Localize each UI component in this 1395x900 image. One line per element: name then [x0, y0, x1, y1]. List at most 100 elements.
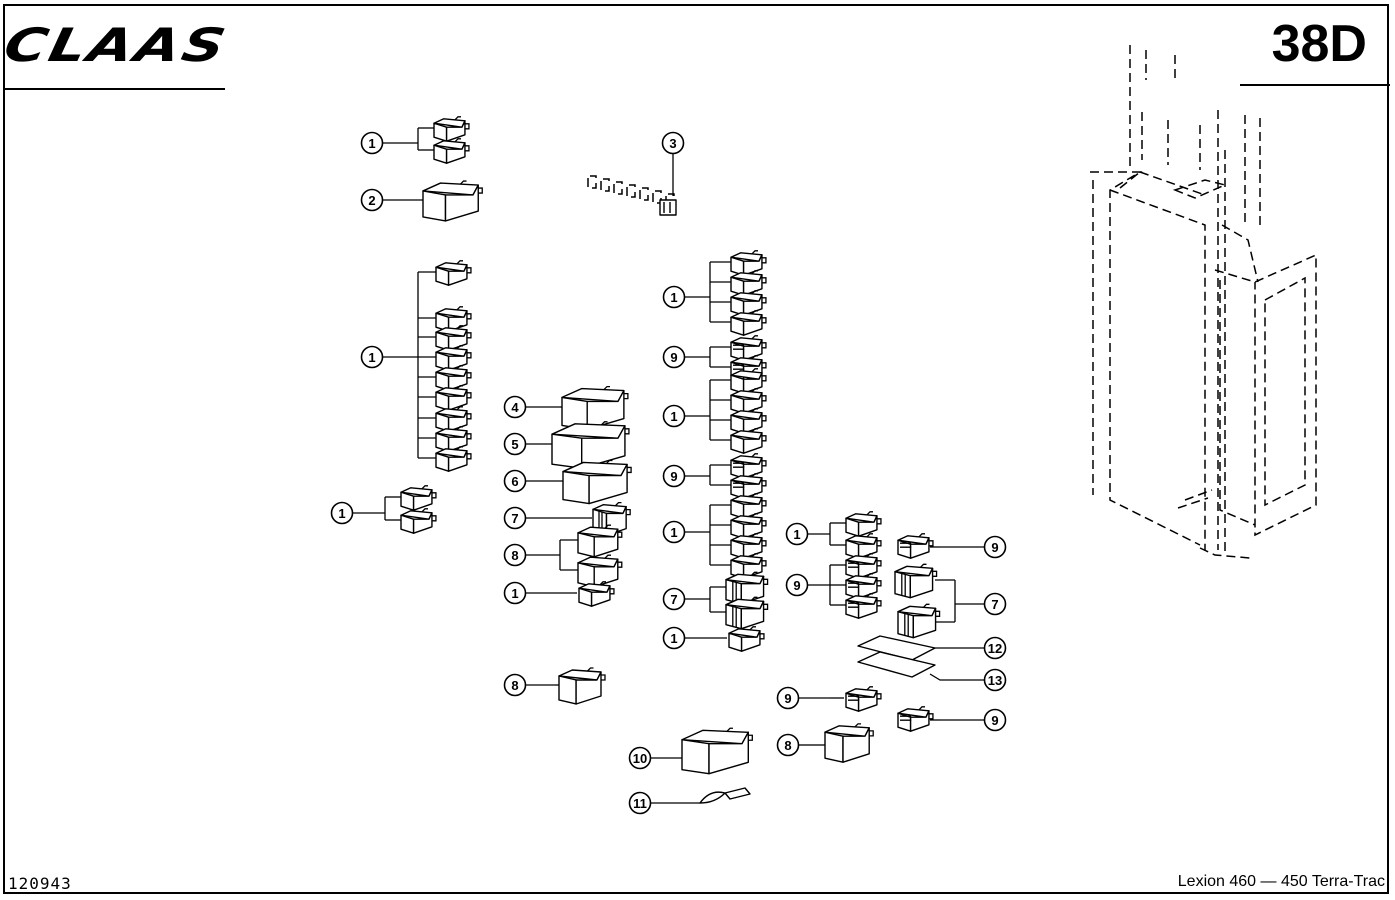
callout-label: 9 [991, 713, 998, 728]
callout-label: 9 [991, 540, 998, 555]
diode-relay [730, 473, 767, 499]
relay-terminal [761, 375, 767, 382]
relay-terminal [466, 392, 472, 399]
relay-terminal [478, 187, 483, 194]
relay-terminal [751, 408, 758, 413]
callout-circle [661, 131, 685, 155]
callout: 1 [662, 520, 686, 544]
relay-terminal [751, 493, 758, 498]
relay [558, 667, 606, 705]
relay-side [575, 671, 602, 705]
callout-circle [503, 543, 527, 567]
relay-side [708, 731, 749, 775]
relay-terminal [454, 138, 461, 143]
callout-label: 7 [670, 592, 677, 607]
relay-terminal [761, 460, 767, 467]
relay-terminal [464, 145, 470, 152]
relay-terminal [751, 513, 758, 518]
callout-circle [503, 673, 527, 697]
relay [435, 385, 472, 411]
relay-terminal [751, 335, 758, 340]
relay-side [857, 597, 878, 619]
relay-side [447, 264, 468, 286]
relay [435, 446, 472, 472]
relay-front [562, 470, 590, 505]
relay [730, 270, 767, 296]
callout-circle [776, 733, 800, 757]
relay-terminal [751, 368, 758, 373]
leader-line [935, 579, 984, 623]
callout-label: 11 [633, 796, 647, 811]
relay-terminal [928, 540, 934, 547]
relay-terminal [599, 581, 606, 586]
relay-terminal [466, 433, 472, 440]
relay-front [435, 452, 450, 472]
callout-circle [503, 395, 527, 419]
relay-terminal [454, 116, 461, 121]
relay-side [593, 558, 619, 588]
relay-terminal [866, 593, 873, 598]
callout-label: 5 [511, 437, 518, 452]
relay-terminal [761, 297, 767, 304]
callout: 9 [983, 708, 1007, 732]
relay-side [444, 184, 479, 222]
relay [730, 408, 767, 434]
callout-circle [983, 708, 1007, 732]
relay-terminal [751, 310, 758, 315]
relay-terminal [761, 435, 767, 442]
relay-front [422, 190, 447, 222]
relay-terminal [763, 603, 769, 610]
relay [435, 406, 472, 432]
callout: 5 [503, 432, 527, 456]
relay-terminal [761, 480, 767, 487]
relay [577, 524, 623, 558]
diode-relay [897, 706, 934, 732]
callout: 8 [776, 733, 800, 757]
relay-side [742, 432, 763, 454]
relay-terminal [456, 345, 463, 350]
callout-label: 1 [670, 409, 677, 424]
relay-terminal [923, 603, 930, 608]
relay-terminal [751, 250, 758, 255]
callout-label: 12 [988, 641, 1002, 656]
callout: 7 [503, 506, 527, 530]
relay-terminal [466, 352, 472, 359]
callout-circle [983, 535, 1007, 559]
relay-front [578, 587, 593, 607]
callout-label: 4 [511, 400, 519, 415]
relay-front [845, 517, 860, 537]
relay [435, 426, 472, 452]
relay-front [730, 434, 745, 454]
callout-circle [503, 581, 527, 605]
relay [435, 365, 472, 391]
relay-front [728, 632, 743, 652]
callout-label: 8 [784, 738, 791, 753]
relay-terminal [626, 508, 631, 516]
callout-circle [360, 188, 384, 212]
parts [400, 116, 941, 804]
callout: 1 [662, 285, 686, 309]
callout-label: 3 [669, 136, 676, 151]
relay [824, 723, 874, 763]
leader-lines [353, 127, 984, 804]
relay-terminal [751, 473, 758, 478]
relay-terminal [866, 553, 873, 558]
relay-terminal [932, 570, 938, 577]
callout: 9 [785, 573, 809, 597]
relay-terminal [604, 554, 611, 559]
relay-terminal [431, 515, 437, 522]
callout-circle [503, 432, 527, 456]
relay [730, 290, 767, 316]
callout-circle [983, 592, 1007, 616]
relay-terminal [866, 686, 873, 691]
relay-terminal [466, 313, 472, 320]
relay-terminal [763, 578, 769, 585]
callout-label: 8 [511, 678, 518, 693]
relay-front [894, 570, 911, 599]
relay [730, 533, 767, 559]
relay-terminal [869, 730, 874, 737]
callout: 4 [503, 395, 527, 419]
relay-side [588, 463, 628, 505]
relay-terminal [751, 388, 758, 393]
relay [561, 385, 629, 431]
